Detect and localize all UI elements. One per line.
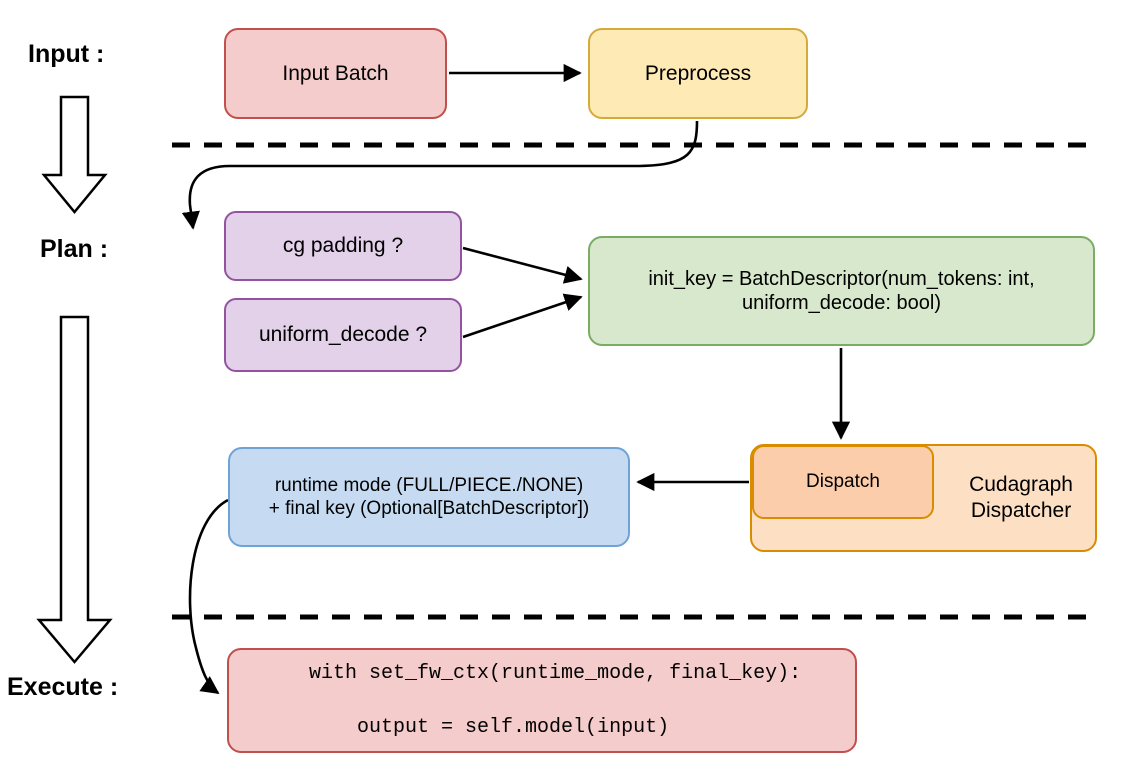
stage-label-plan: Plan : <box>40 235 109 263</box>
node-init-key-line1: init_key = BatchDescriptor(num_tokens: i… <box>648 267 1035 290</box>
node-cudagraph-dispatcher-text: Cudagraph Dispatcher <box>969 472 1073 523</box>
edge-runtime-mode-to-code <box>188 498 229 695</box>
node-runtime-mode[interactable]: runtime mode (FULL/PIECE./NONE) + final … <box>228 447 630 547</box>
code-line-1: with set_fw_ctx(runtime_mode, final_key)… <box>309 662 802 685</box>
node-preprocess-label: Preprocess <box>644 61 752 85</box>
code-line-2: output = self.model(input) <box>309 716 670 739</box>
node-preprocess[interactable]: Preprocess <box>588 28 808 119</box>
node-runtime-mode-text: runtime mode (FULL/PIECE./NONE) + final … <box>230 474 628 520</box>
edge-cg-padding-to-init-key <box>462 246 583 284</box>
node-input-batch[interactable]: Input Batch <box>224 28 447 119</box>
node-init-key-text: init_key = BatchDescriptor(num_tokens: i… <box>590 267 1093 316</box>
stage-arrow-input-to-plan <box>41 95 108 214</box>
node-dispatch[interactable]: Dispatch <box>752 445 934 519</box>
node-cudagraph-dispatcher-line2: Dispatcher <box>970 499 1072 522</box>
node-execute-code-text: with set_fw_ctx(runtime_mode, final_key)… <box>237 633 855 768</box>
node-init-key-line2: uniform_decode: bool) <box>741 292 941 314</box>
node-cudagraph-dispatcher-line1: Cudagraph <box>969 473 1073 497</box>
edge-uniform-decode-to-init-key <box>462 293 583 339</box>
node-uniform-decode-label: uniform_decode ? <box>258 323 428 347</box>
node-init-key[interactable]: init_key = BatchDescriptor(num_tokens: i… <box>588 236 1095 346</box>
node-cg-padding-label: cg padding ? <box>282 234 404 258</box>
node-dispatch-label: Dispatch <box>806 471 880 493</box>
node-cg-padding[interactable]: cg padding ? <box>224 211 462 281</box>
node-execute-code-block[interactable]: with set_fw_ctx(runtime_mode, final_key)… <box>227 648 857 753</box>
stage-arrow-plan-to-execute <box>36 315 113 664</box>
stage-label-input: Input : <box>28 40 105 68</box>
stage-label-execute: Execute : <box>7 673 119 701</box>
node-runtime-mode-line2: + final key (Optional[BatchDescriptor]) <box>268 498 590 519</box>
edge-preprocess-to-cg-padding <box>181 120 699 230</box>
node-runtime-mode-line1: runtime mode (FULL/PIECE./NONE) <box>274 474 584 496</box>
node-input-batch-label: Input Batch <box>282 61 389 85</box>
node-uniform-decode[interactable]: uniform_decode ? <box>224 298 462 372</box>
